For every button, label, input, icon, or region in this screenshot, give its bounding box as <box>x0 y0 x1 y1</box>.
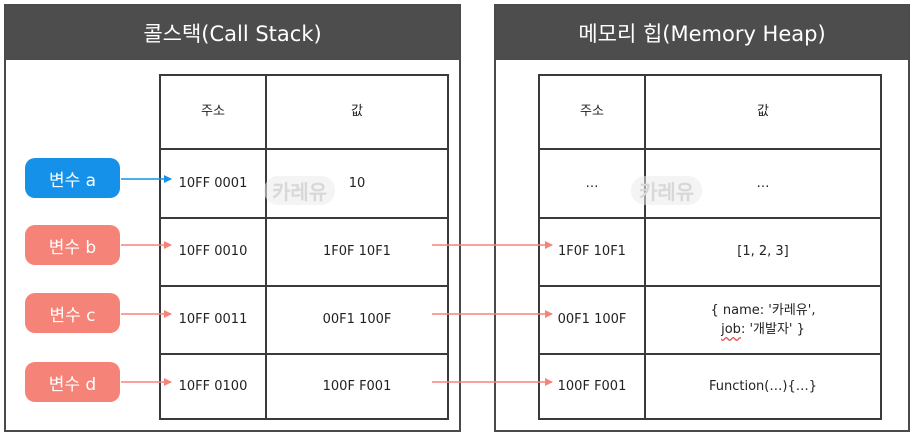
memory-heap-title: 메모리 힙(Memory Heap) <box>496 6 908 60</box>
value-cell: [1, 2, 3] <box>737 244 789 260</box>
call-stack-panel: 콜스택(Call Stack) 주소 값 10FF 0001 10 10FF 0… <box>4 4 461 432</box>
value-cell: 100F F001 <box>322 378 392 394</box>
column-header-address: 주소 <box>540 76 646 148</box>
variable-pill-a: 변수 a <box>25 158 120 198</box>
value-cell: 10 <box>348 175 366 191</box>
variable-pill-d: 변수 d <box>25 362 120 402</box>
column-header-address: 주소 <box>161 76 267 148</box>
table-header-row: 주소 값 <box>161 76 447 148</box>
address-cell: 10FF 0100 <box>161 355 267 418</box>
memory-heap-panel: 메모리 힙(Memory Heap) 주소 값 … … 1F0F 10F1 [1… <box>494 4 910 432</box>
object-line-2: job: '개발자' } <box>721 320 805 340</box>
value-cell: { name: '카레유', job: '개발자' } <box>646 287 880 353</box>
watermark: 카레유 <box>264 176 336 205</box>
value-cell: 1F0F 10F1 <box>323 244 391 260</box>
address-cell: 10FF 0011 <box>161 287 267 353</box>
call-stack-table: 주소 값 10FF 0001 10 10FF 0010 1F0F 10F1 10… <box>159 74 449 420</box>
object-key-job: job <box>721 322 741 337</box>
address-cell: 100F F001 <box>540 355 646 418</box>
object-line-2-rest: : '개발자' } <box>740 322 805 337</box>
value-cell: 00F1 100F <box>322 312 392 328</box>
column-header-value: 값 <box>351 104 363 120</box>
value-cell: … <box>756 175 770 191</box>
object-line-1: { name: '카레유', <box>710 302 816 318</box>
address-cell: 10FF 0010 <box>161 219 267 285</box>
address-cell: 1F0F 10F1 <box>540 219 646 285</box>
column-header-value: 값 <box>757 104 769 120</box>
table-row: 10FF 0100 100F F001 <box>161 353 447 418</box>
table-row: 1F0F 10F1 [1, 2, 3] <box>540 217 880 285</box>
address-cell: 00F1 100F <box>540 287 646 353</box>
variable-pill-b: 변수 b <box>25 225 120 265</box>
table-header-row: 주소 값 <box>540 76 880 148</box>
value-cell: Function(…){…} <box>709 378 817 394</box>
table-row: 100F F001 Function(…){…} <box>540 353 880 418</box>
table-row: 00F1 100F { name: '카레유', job: '개발자' } <box>540 285 880 353</box>
table-row: 10FF 0011 00F1 100F <box>161 285 447 353</box>
variable-pill-c: 변수 c <box>25 293 120 333</box>
watermark: 카레유 <box>631 176 703 205</box>
table-row: 10FF 0010 1F0F 10F1 <box>161 217 447 285</box>
call-stack-title: 콜스택(Call Stack) <box>6 6 459 60</box>
